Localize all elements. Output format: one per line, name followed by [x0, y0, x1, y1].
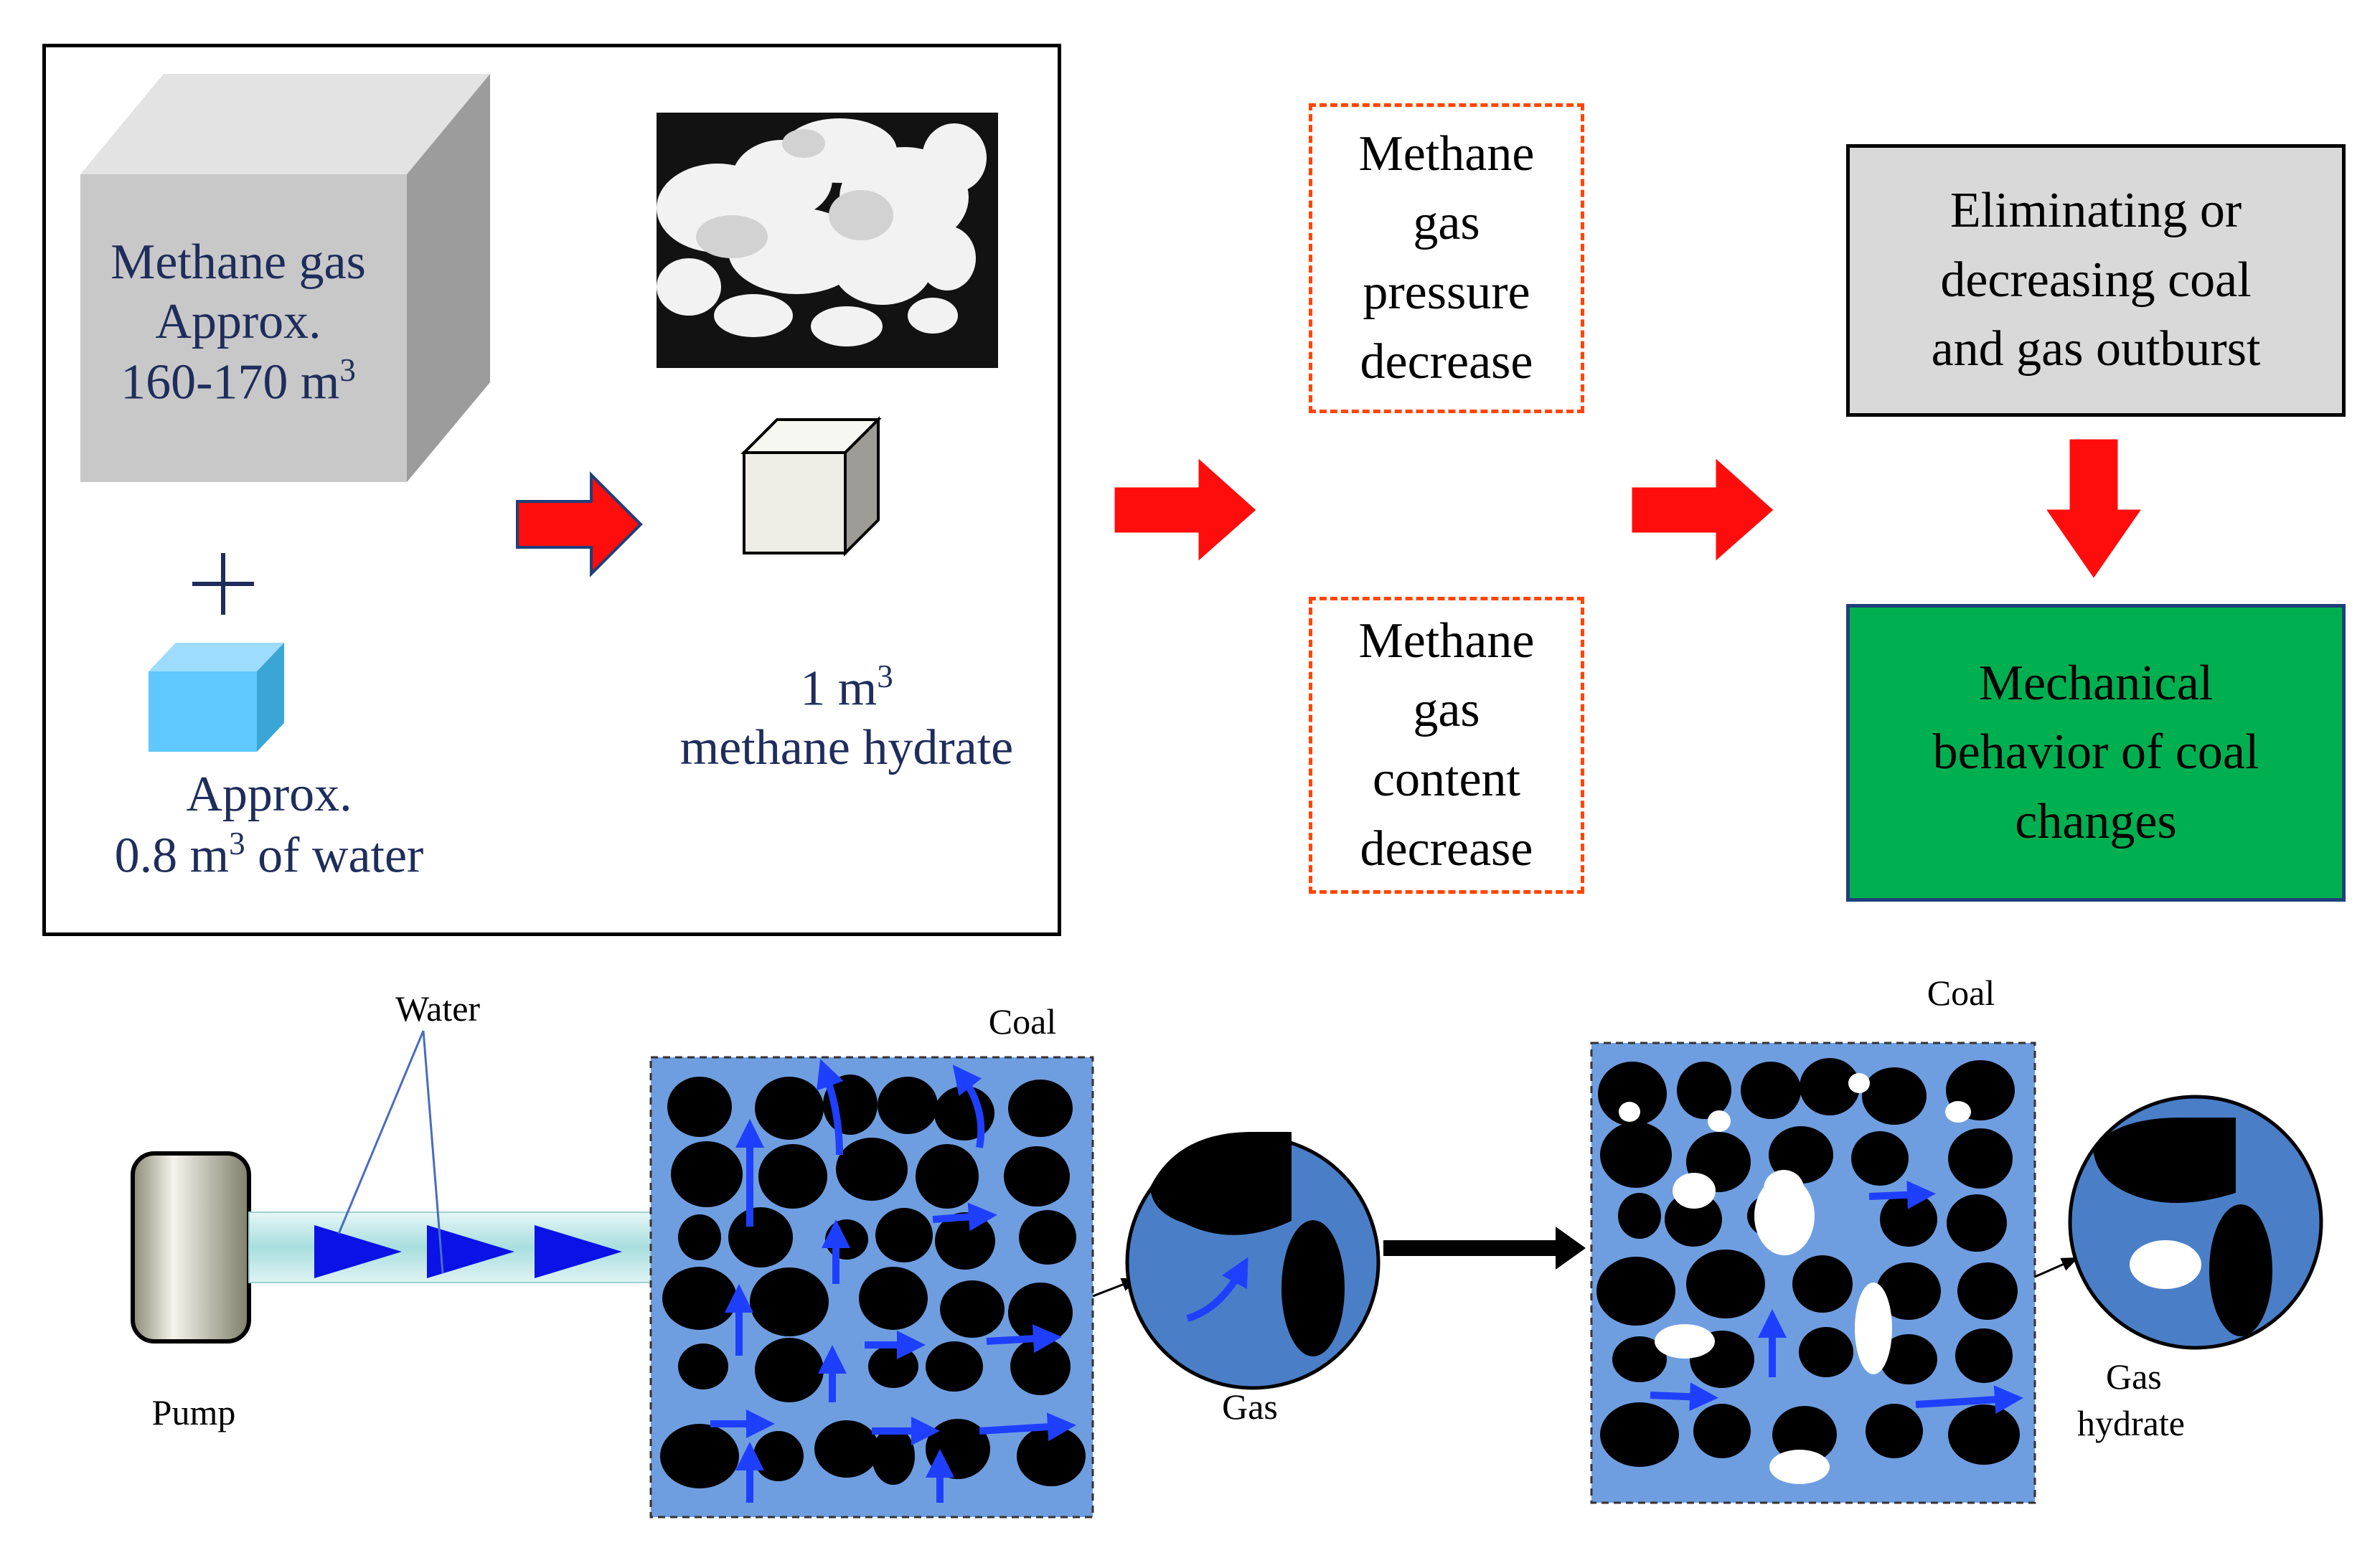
content-line-4: decrease — [1360, 821, 1533, 877]
water-line-2: 0.8 m3 of water — [114, 825, 424, 883]
pipe-flow-arrows — [314, 1225, 622, 1278]
methane-gas-label: Methane gas Approx. 160-170 m3 — [80, 233, 396, 412]
gas-line-2: Approx. — [155, 293, 321, 349]
hydrate-line-2: methane hydrate — [679, 719, 1014, 775]
gas-hydrate-line-2: hydrate — [2077, 1403, 2185, 1443]
content-line-3: content — [1372, 752, 1521, 807]
down-arrow — [2046, 439, 2141, 578]
water-pointer-lines — [337, 1030, 444, 1274]
outburst-line-2: decreasing coal — [1940, 252, 2252, 308]
methane-gas-cube — [80, 74, 490, 482]
coal-label-right: Coal — [1927, 973, 1995, 1013]
mechanical-line-1: Mechanical — [1978, 655, 2214, 711]
gas-hydrate-line-1: Gas — [2106, 1356, 2162, 1397]
outburst-line-3: and gas outburst — [1931, 321, 2261, 377]
gas-line-1: Methane gas — [110, 235, 366, 290]
hydrate-blobs-right — [1619, 1073, 1971, 1484]
outburst-line-1: Eliminating or — [1949, 183, 2242, 239]
pressure-line-3: pressure — [1363, 265, 1530, 320]
hydrate-cube — [740, 416, 882, 557]
water-label-bottom: Water — [395, 988, 481, 1029]
transition-arrow — [1383, 1227, 1586, 1270]
gas-hydrate-label: Gas hydrate — [2077, 1354, 2249, 1447]
outcome-arrow — [1632, 458, 1774, 561]
gas-line-3: 160-170 m3 — [121, 352, 356, 410]
plus-sign — [192, 553, 254, 615]
water-line-1: Approx. — [186, 767, 352, 822]
content-line-2: gas — [1413, 682, 1480, 738]
gas-zoom-circle — [1125, 1132, 1381, 1390]
hydrate-line-1: 1 m3 — [800, 658, 893, 717]
mechanical-line-2: behavior of coal — [1932, 724, 2259, 780]
flow-arrows-left — [710, 1059, 1076, 1503]
content-line-1: Methane — [1358, 613, 1535, 669]
coal-grains-left — [660, 1075, 1086, 1488]
effect-arrow — [1114, 458, 1256, 561]
pressure-line-4: decrease — [1360, 334, 1533, 389]
content-decrease-box: Methane gas content decrease — [1309, 597, 1584, 894]
mechanical-behavior-box: Mechanical behavior of coal changes — [1846, 604, 2346, 902]
zoom-pointer-right — [2034, 1257, 2079, 1278]
pump — [131, 1151, 251, 1344]
formation-arrow — [516, 471, 643, 577]
pump-label: Pump — [151, 1392, 236, 1432]
gas-label: Gas — [1222, 1387, 1278, 1427]
methane-hydrate-photo — [657, 113, 998, 368]
hydrate-label: 1 m3 methane hydrate — [631, 658, 1062, 778]
mechanical-line-3: changes — [2015, 793, 2177, 849]
coal-label-left: Coal — [988, 1001, 1057, 1042]
pressure-line-2: gas — [1413, 195, 1480, 251]
hydrate-formation-panel — [42, 44, 1061, 936]
hydrate-zoom-circle — [2068, 1095, 2323, 1350]
pressure-decrease-box: Methane gas pressure decrease — [1309, 103, 1584, 413]
flow-arrows-right — [1650, 1180, 2023, 1415]
water-label: Approx. 0.8 m3 of water — [65, 765, 474, 886]
pressure-line-1: Methane — [1358, 126, 1535, 181]
water-cube — [149, 643, 284, 752]
outburst-box: Eliminating or decreasing coal and gas o… — [1846, 144, 2346, 417]
